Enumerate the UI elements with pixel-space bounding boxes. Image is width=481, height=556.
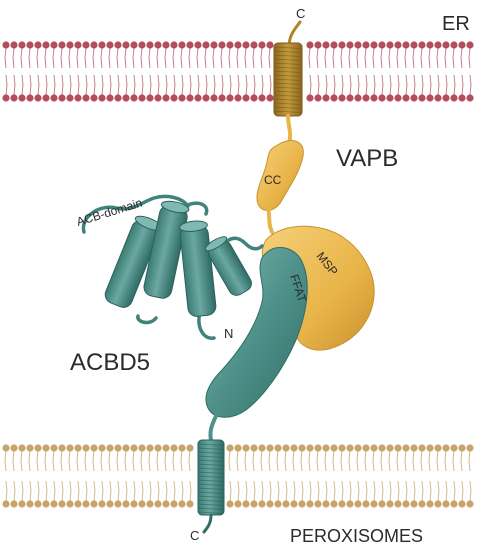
vapb-c-terminus-label: C [296, 6, 305, 21]
acbd5-c-tail [204, 515, 211, 532]
acbd5-linker [210, 412, 218, 444]
cc-label: CC [264, 173, 282, 187]
acbd5-c-terminus-label: C [190, 528, 199, 543]
er-membrane [2, 41, 473, 101]
er-label: ER [442, 13, 470, 35]
vapb-transmembrane-helix [274, 43, 302, 116]
acbd5-label: ACBD5 [70, 349, 150, 376]
peroxisome-membrane [2, 444, 473, 507]
acbd5-n-terminus-label: N [224, 326, 233, 341]
peroxisomes-label: PEROXISOMES [290, 526, 423, 546]
acbd5-transmembrane-helix [198, 440, 224, 515]
vapb-linker [288, 116, 290, 143]
vapb-label: VAPB [336, 145, 398, 172]
